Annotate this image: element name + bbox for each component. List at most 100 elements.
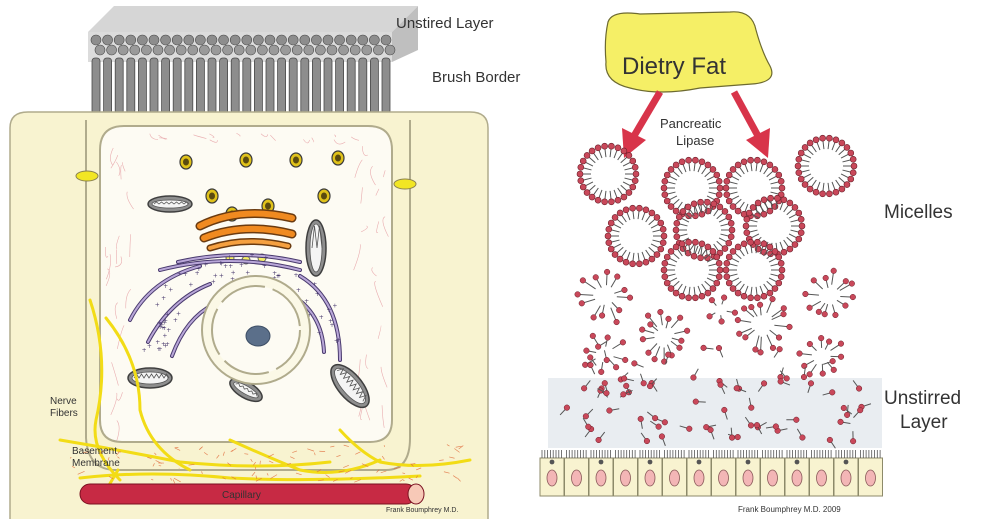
microvillus <box>382 58 390 114</box>
glycocalyx-bead <box>223 45 233 55</box>
ribosome: + <box>334 338 339 345</box>
enterocyte <box>687 450 711 496</box>
ribosome: + <box>276 273 281 280</box>
glycocalyx-bead <box>281 45 291 55</box>
ribosome: + <box>211 278 216 285</box>
glycocalyx-bead <box>149 35 159 45</box>
enterocyte <box>785 450 809 496</box>
glycocalyx-bead <box>323 35 333 45</box>
microvillus <box>231 58 239 114</box>
vesicle-core <box>293 157 299 164</box>
fatty-acid <box>665 352 671 364</box>
enterocyte <box>565 450 589 496</box>
glycocalyx-bead <box>161 35 171 45</box>
microvillus <box>312 58 320 114</box>
ribosome: + <box>329 322 334 329</box>
right-credit: Frank Boumphrey M.D. 2009 <box>738 505 841 514</box>
glycocalyx-bead <box>137 35 147 45</box>
absorbed-lipid <box>795 460 800 465</box>
ribosome: + <box>142 347 147 354</box>
enterocyte <box>540 450 564 496</box>
glycocalyx-bead <box>114 35 124 45</box>
microvillus <box>370 58 378 114</box>
capillary-label: Capillary <box>222 490 261 501</box>
glycocalyx-bead <box>172 35 182 45</box>
fatty-acid <box>701 345 714 351</box>
glycocalyx-bead <box>199 45 209 55</box>
cell-nucleus <box>596 470 606 486</box>
glycocalyx-bead <box>300 35 310 45</box>
ribosome: + <box>158 346 163 353</box>
absorbed-lipid <box>550 460 555 465</box>
ribosome: + <box>250 252 255 259</box>
enterocyte <box>663 450 687 496</box>
vesicle-core <box>209 193 215 200</box>
ribosome: + <box>155 339 160 346</box>
pancreatic-lipase-label-2: Lipase <box>676 133 714 148</box>
ribosome: + <box>161 295 166 302</box>
vesicle-core <box>265 203 271 210</box>
glycocalyx-bead <box>369 35 379 45</box>
ribosome: + <box>332 303 337 310</box>
ribosome: + <box>294 272 299 279</box>
glycocalyx-bead <box>195 35 205 45</box>
fatty-acid <box>588 362 595 374</box>
glycocalyx-bead <box>126 35 136 45</box>
glycocalyx-bead <box>103 35 113 45</box>
glycocalyx-bead <box>292 45 302 55</box>
ribosome: + <box>218 260 223 267</box>
glycocalyx-bead <box>358 35 368 45</box>
ribosome: + <box>312 281 317 288</box>
microvillus <box>266 58 274 114</box>
vesicle-core <box>335 155 341 162</box>
cell-nucleus <box>817 470 827 486</box>
ribosome: + <box>319 314 324 321</box>
glycocalyx-bead <box>153 45 163 55</box>
glycocalyx-bead <box>242 35 252 45</box>
ribosome: + <box>168 286 173 293</box>
glycocalyx-bead <box>107 45 117 55</box>
ribosome: + <box>188 281 193 288</box>
enterocyte <box>736 450 760 496</box>
glycocalyx-bead <box>184 35 194 45</box>
left-credit: Frank Boumphrey M.D. <box>386 507 458 514</box>
glycocalyx-bead <box>234 45 244 55</box>
enterocyte <box>712 450 736 496</box>
ribosome: + <box>173 317 178 324</box>
cell-nucleus <box>866 470 876 486</box>
microvillus <box>104 58 112 114</box>
unstirred-layer-label: Unstired Layer <box>396 15 494 32</box>
absorbed-lipid <box>599 460 604 465</box>
microvillus <box>92 58 100 114</box>
microvillus <box>185 58 193 114</box>
micelle <box>605 205 667 267</box>
microvillus <box>208 58 216 114</box>
nucleus <box>202 276 310 384</box>
vesicle-core <box>243 157 249 164</box>
micelle-fragment <box>639 309 690 364</box>
micelle <box>577 143 639 205</box>
ribosome: + <box>231 270 236 277</box>
enterocyte <box>810 450 834 496</box>
mitochondrion <box>306 220 326 276</box>
glycocalyx-bead <box>176 45 186 55</box>
ribosome: + <box>166 327 171 334</box>
micelle-fragment <box>575 269 633 325</box>
absorbed-lipid <box>648 460 653 465</box>
glycocalyx-bead <box>269 45 279 55</box>
micelle <box>661 157 723 219</box>
micelle-fragment <box>735 296 792 355</box>
cell-nucleus <box>719 470 729 486</box>
cell-nucleus <box>792 470 802 486</box>
glycocalyx-bead <box>350 45 360 55</box>
micelle <box>723 239 785 301</box>
enterocyte <box>589 450 613 496</box>
glycocalyx-bead <box>277 35 287 45</box>
lipase-arrow-left <box>622 92 660 158</box>
microvillus <box>336 58 344 114</box>
cell-nucleus <box>670 470 680 486</box>
microvillus <box>254 58 262 114</box>
cell-nucleus <box>547 470 557 486</box>
glycocalyx-bead <box>346 35 356 45</box>
fatty-acid <box>823 358 835 364</box>
